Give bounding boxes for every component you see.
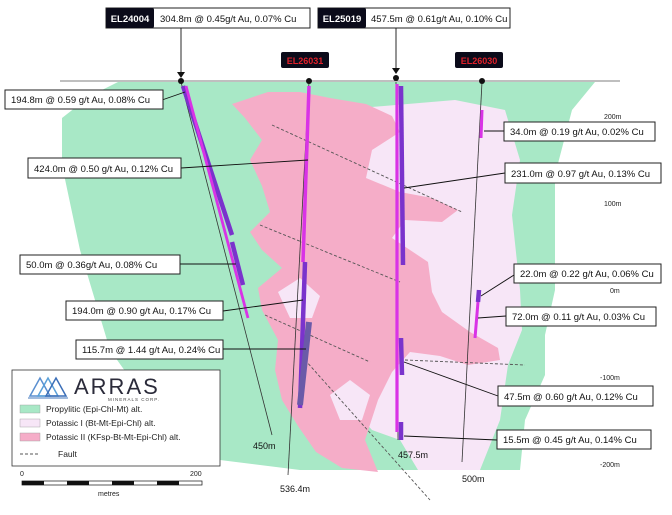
intercept-label: 304.8m @ 0.45g/t Au, 0.07% Cu [160, 14, 296, 25]
hole-header-el25019: EL25019 457.5m @ 0.61g/t Au, 0.10% Cu [317, 7, 511, 74]
legend-swatch-propylitic [19, 404, 41, 414]
interval-bar [184, 85, 250, 319]
svg-text:34.0m @ 0.19 g/t Au, 0.02% Cu: 34.0m @ 0.19 g/t Au, 0.02% Cu [510, 127, 644, 138]
intercept-label: 457.5m @ 0.61g/t Au, 0.10% Cu [371, 14, 507, 25]
legend-label: Propylitic (Epi-Chl-Mt) alt. [46, 404, 142, 414]
interval-bar [475, 289, 482, 303]
svg-text:47.5m @ 0.60 g/t Au, 0.12% Cu: 47.5m @ 0.60 g/t Au, 0.12% Cu [504, 392, 638, 403]
propylitic-patch [330, 380, 370, 420]
interval-bar [398, 337, 405, 376]
intercept-callout: 231.0m @ 0.97 g/t Au, 0.13% Cu [403, 162, 662, 189]
fault-line [264, 314, 371, 363]
collar-el26031 [306, 78, 312, 84]
hole-header-el26031: EL26031 [281, 52, 329, 68]
hole-trace-el26030 [461, 81, 483, 463]
interval-bar [301, 85, 311, 263]
svg-text:231.0m @ 0.97 g/t Au, 0.13% Cu: 231.0m @ 0.97 g/t Au, 0.13% Cu [511, 169, 650, 180]
intercept-callout: 194.0m @ 0.90 g/t Au, 0.17% Cu [65, 299, 304, 321]
scale-bar: 0 200 metres [20, 471, 203, 498]
hole-header-el24004: EL24004 304.8m @ 0.45g/t Au, 0.07% Cu [105, 7, 311, 78]
collar-el25019 [393, 75, 399, 81]
collar-el24004 [178, 78, 184, 84]
hole-trace-el24004 [180, 81, 273, 436]
svg-text:ARRAS: ARRAS [74, 374, 160, 399]
svg-text:194.0m @ 0.90 g/t Au, 0.17% Cu: 194.0m @ 0.90 g/t Au, 0.17% Cu [72, 306, 211, 317]
fault-line [259, 224, 401, 283]
depth-label-el26031: 536.4m [280, 484, 310, 494]
depth-label-el26030: 500m [462, 474, 485, 484]
hole-id-label: EL25019 [323, 14, 362, 25]
elevation-label: -100m [600, 375, 620, 382]
interval-bar [229, 241, 246, 286]
svg-text:194.8m @ 0.59 g/t Au, 0.08% Cu: 194.8m @ 0.59 g/t Au, 0.08% Cu [11, 95, 150, 106]
svg-text:MINERALS CORP.: MINERALS CORP. [108, 397, 160, 402]
legend-label: Potassic I (Bt-Mt-Epi-Chl) alt. [46, 418, 156, 428]
legend-label: Potassic II (KFsp-Bt-Mt-Epi-Chl) alt. [46, 432, 181, 442]
intercept-callout: 47.5m @ 0.60 g/t Au, 0.12% Cu [403, 361, 654, 407]
legend: ARRAS MINERALS CORP. Propylitic (Epi-Chl… [11, 369, 221, 467]
fault-line [304, 359, 431, 501]
intercept-callout: 424.0m @ 0.50 g/t Au, 0.12% Cu [27, 157, 309, 179]
depth-label-el25019: 457.5m [398, 450, 428, 460]
intercept-callout: 22.0m @ 0.22 g/t Au, 0.06% Cu [480, 263, 662, 297]
potassic-i-patch [278, 278, 320, 318]
svg-text:15.5m @ 0.45 g/t Au, 0.14% Cu: 15.5m @ 0.45 g/t Au, 0.14% Cu [503, 435, 637, 446]
fault-line [404, 359, 526, 366]
interval-bar [180, 85, 235, 236]
intercept-callout: 115.7m @ 1.44 g/t Au, 0.24% Cu [75, 339, 306, 360]
interval-bar [398, 85, 406, 266]
intercept-callout: 50.0m @ 0.36g/t Au, 0.08% Cu [19, 254, 236, 275]
elevation-label: -200m [600, 462, 620, 469]
svg-text:115.7m @ 1.44 g/t Au, 0.24% Cu: 115.7m @ 1.44 g/t Au, 0.24% Cu [82, 345, 220, 356]
hole-header-el26030: EL26030 [455, 52, 503, 68]
svg-text:metres: metres [98, 491, 120, 498]
svg-text:0: 0 [20, 471, 24, 478]
legend-label: Fault [58, 449, 78, 459]
legend-swatch-potassic-ii [19, 432, 41, 442]
svg-text:72.0m @ 0.11 g/t Au, 0.03% Cu: 72.0m @ 0.11 g/t Au, 0.03% Cu [512, 312, 645, 323]
depth-label-el24004: 450m [253, 441, 276, 451]
elevation-label: 100m [604, 201, 622, 208]
interval-bar [479, 109, 484, 139]
collar-el26030 [479, 78, 485, 84]
elevation-label: 0m [610, 288, 620, 295]
intercept-callout: 194.8m @ 0.59 g/t Au, 0.08% Cu [4, 89, 186, 110]
interval-bar [297, 321, 312, 406]
svg-text:22.0m @ 0.22 g/t Au, 0.06% Cu: 22.0m @ 0.22 g/t Au, 0.06% Cu [520, 269, 654, 280]
company-logo: ARRAS MINERALS CORP. [28, 374, 160, 402]
elevation-label: 200m [604, 114, 622, 121]
svg-text:424.0m @ 0.50 g/t Au, 0.12% Cu: 424.0m @ 0.50 g/t Au, 0.12% Cu [34, 164, 173, 175]
intercept-callout: 15.5m @ 0.45 g/t Au, 0.14% Cu [403, 429, 652, 450]
interval-bar [473, 301, 480, 339]
hole-id-label: EL26030 [461, 56, 498, 66]
svg-text:200: 200 [190, 471, 202, 478]
legend-swatch-potassic-i [19, 418, 41, 428]
hole-id-label: EL24004 [111, 14, 150, 25]
hole-id-label: EL26031 [287, 56, 324, 66]
intercept-callout: 34.0m @ 0.19 g/t Au, 0.02% Cu [484, 121, 656, 142]
intercept-callout: 72.0m @ 0.11 g/t Au, 0.03% Cu [477, 306, 657, 327]
svg-text:50.0m @ 0.36g/t Au, 0.08% Cu: 50.0m @ 0.36g/t Au, 0.08% Cu [26, 260, 157, 271]
